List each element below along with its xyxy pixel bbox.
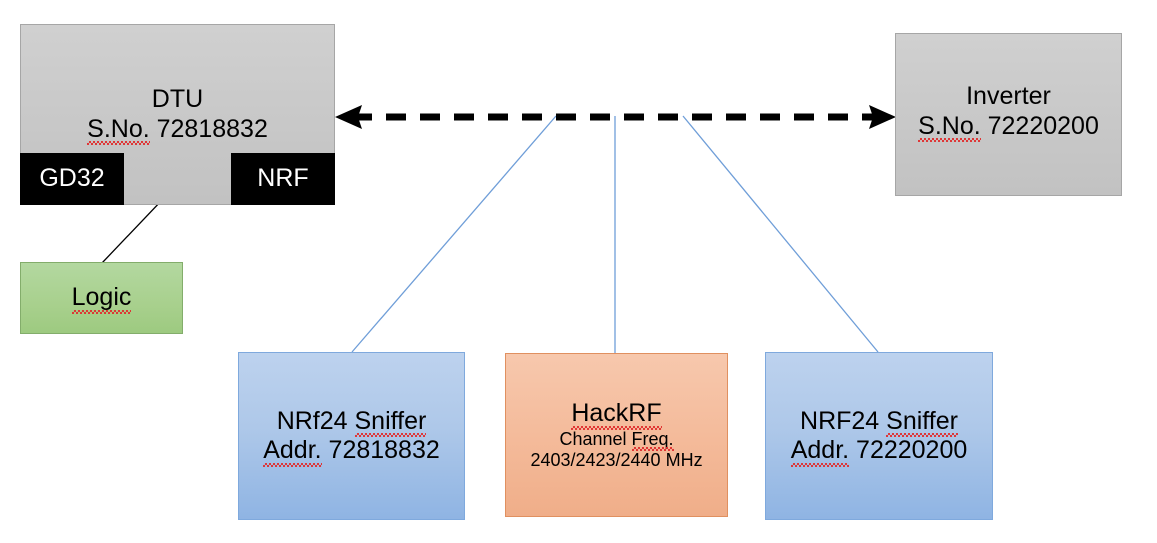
dashed-link-right-arrowhead <box>869 105 896 129</box>
sniffer-left-node[interactable]: NRf24 Sniffer Addr. 72818832 <box>238 352 465 520</box>
hackrf-channel-word: Channel <box>559 428 632 449</box>
sniffer-right-line1: NRF24 Sniffer <box>800 407 958 437</box>
hackrf-title-text: HackRF <box>571 399 662 430</box>
hackrf-freq-word: Freq. <box>631 428 674 451</box>
nrf-label: NRF <box>257 164 309 193</box>
gd32-chip[interactable]: GD32 <box>20 153 124 205</box>
nrf-chip[interactable]: NRF <box>231 153 335 205</box>
sniffer-left-role: Sniffer <box>354 406 427 437</box>
sniffer-left-tap-line <box>351 115 557 353</box>
hackrf-frequencies: 2403/2423/2440 MHz <box>530 449 703 470</box>
dtu-serial: S.No. 72818832 <box>87 115 268 145</box>
inverter-node[interactable]: Inverter S.No. 72220200 <box>895 33 1122 196</box>
hackrf-subtitle: Channel Freq. <box>559 428 674 451</box>
gd32-label: GD32 <box>39 164 105 193</box>
sniffer-left-addr-label: Addr. <box>263 436 322 466</box>
inverter-serial-label: S.No. <box>918 111 981 142</box>
dtu-serial-label: S.No. <box>87 114 150 145</box>
sniffer-right-tap-line <box>682 115 879 353</box>
sniffer-right-addr-value: 72220200 <box>849 436 968 464</box>
inverter-label: Inverter <box>966 82 1051 110</box>
dtu-serial-value: 72818832 <box>149 114 268 143</box>
sniffer-right-node[interactable]: NRF24 Sniffer Addr. 72220200 <box>765 352 993 520</box>
sniffer-left-line1: NRf24 Sniffer <box>276 406 427 437</box>
logic-analyzer-node[interactable]: Logic <box>20 262 183 334</box>
sniffer-right-addr-label: Addr. <box>790 436 850 466</box>
inverter-serial-value: 72220200 <box>980 111 1099 140</box>
sniffer-right-chip: NRF24 <box>800 406 887 435</box>
dashed-link-left-arrowhead <box>335 105 362 129</box>
sniffer-left-addr-value: 72818832 <box>321 436 440 464</box>
sniffer-left-line2: Addr. 72818832 <box>263 436 440 466</box>
dtu-label: DTU <box>151 85 204 113</box>
hackrf-node[interactable]: HackRF Channel Freq. 2403/2423/2440 MHz <box>505 353 728 517</box>
hackrf-title: HackRF <box>571 399 662 430</box>
sniffer-right-role: Sniffer <box>886 406 958 437</box>
sniffer-left-chip: NRf24 <box>276 406 355 435</box>
logic-label: Logic <box>71 283 132 314</box>
sniffer-right-line2: Addr. 72220200 <box>790 436 968 466</box>
inverter-serial: S.No. 72220200 <box>918 112 1099 142</box>
